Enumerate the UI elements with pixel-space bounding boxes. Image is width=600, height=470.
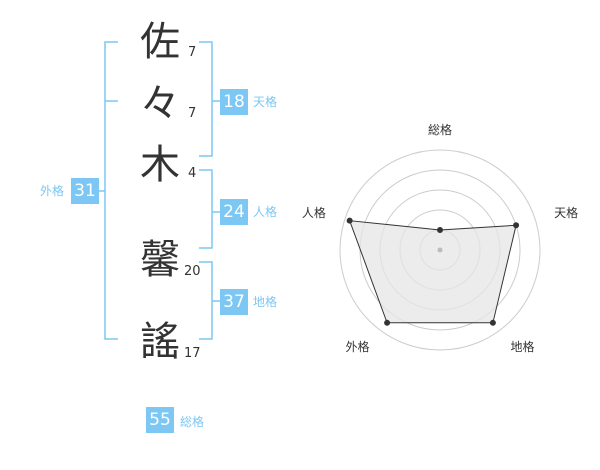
name-char-5: 謠 <box>140 319 180 365</box>
tenkaku-badge: 18 <box>220 89 248 115</box>
soukaku-badge: 55 <box>146 407 174 433</box>
name-char-4: 馨 <box>140 237 180 283</box>
radar-ring-5 <box>339 149 541 351</box>
tenkaku-bracket <box>199 41 213 157</box>
radar-center <box>437 247 443 253</box>
name-char-2: 々 <box>140 81 180 127</box>
radar-axis-label-4: 外格 <box>345 339 369 354</box>
chikaku-badge: 37 <box>220 289 248 315</box>
jinkaku-badge: 24 <box>220 199 248 225</box>
jinkaku-bracket <box>199 169 213 249</box>
name-char-3: 木 <box>140 142 180 188</box>
tenkaku-label: 天格 <box>253 95 278 109</box>
stroke-count-2: 7 <box>188 106 197 121</box>
radar-polygon <box>348 220 517 324</box>
name-char-1: 佐 <box>140 19 180 65</box>
stroke-count-5: 17 <box>184 346 201 361</box>
jinkaku-label: 人格 <box>253 205 278 219</box>
chikaku-label: 地格 <box>253 295 278 309</box>
gaikaku-label: 外格 <box>40 184 65 198</box>
soukaku-label: 総格 <box>180 415 205 429</box>
radar-axis-label-3: 地格 <box>511 339 535 354</box>
radar-point-3 <box>489 319 496 326</box>
gaikaku-badge: 31 <box>71 178 99 204</box>
radar-axis-label-1: 総格 <box>428 122 452 137</box>
stroke-count-1: 7 <box>188 45 197 60</box>
radar-point-4 <box>384 319 391 326</box>
radar-axis-label-2: 天格 <box>554 205 578 220</box>
radar-axis-label-5: 人格 <box>302 205 326 220</box>
stroke-count-3: 4 <box>188 166 197 181</box>
radar-point-2 <box>513 222 520 229</box>
radar-point-5 <box>346 217 353 224</box>
stroke-count-4: 20 <box>184 264 201 279</box>
radar-point-1 <box>437 227 443 233</box>
